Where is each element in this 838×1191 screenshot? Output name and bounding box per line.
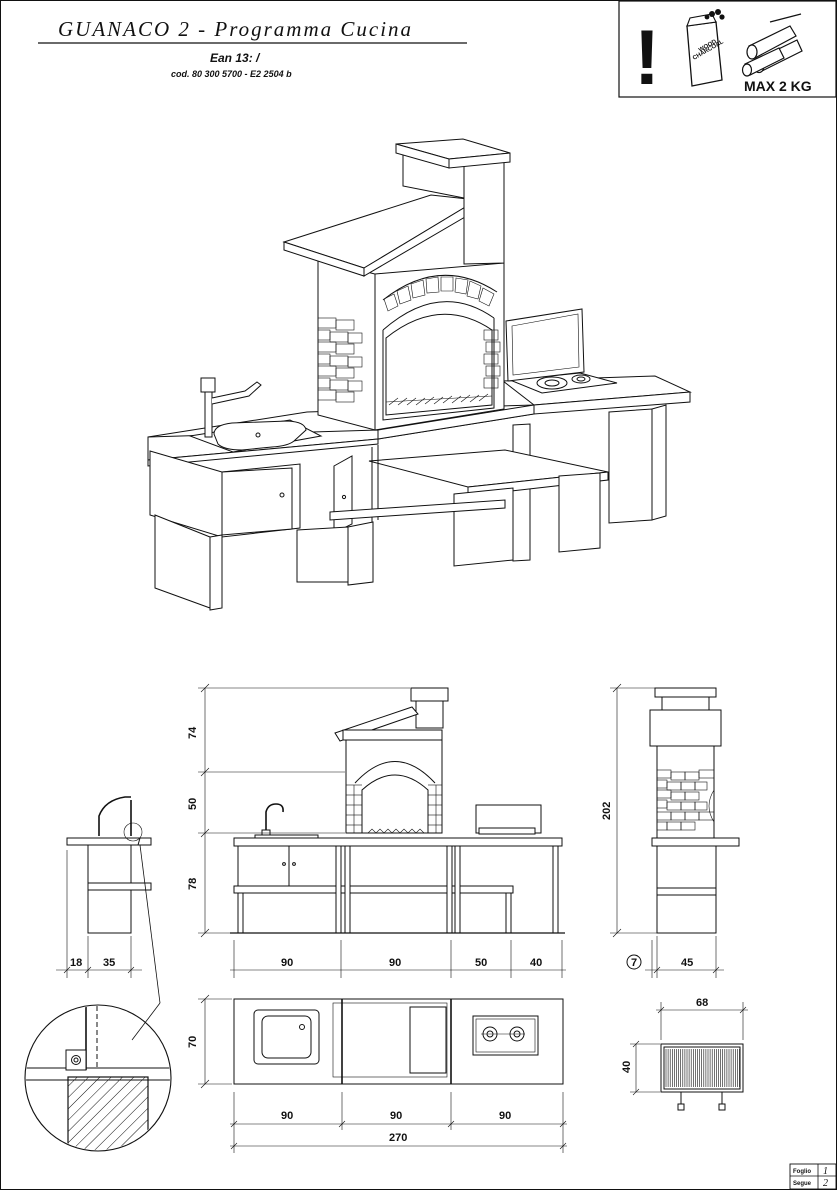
dim-width-90-b: 90 bbox=[389, 957, 401, 969]
front-dimensions bbox=[198, 683, 566, 978]
foglio-value: 1 bbox=[823, 1166, 828, 1177]
cabinet-door bbox=[221, 467, 293, 536]
side-dimensions bbox=[610, 683, 724, 978]
ean-label: Ean 13: / bbox=[210, 51, 261, 65]
dim-height-202: 202 bbox=[601, 802, 613, 820]
product-code: cod. 80 300 5700 - E2 2504 b bbox=[171, 69, 292, 79]
dim-plan-90-b: 90 bbox=[390, 1110, 402, 1122]
isometric-view bbox=[147, 138, 692, 611]
dim-grill-depth-40: 40 bbox=[621, 1061, 633, 1073]
drawing-title: GUANACO 2 - Programma Cucina bbox=[58, 17, 413, 41]
max-load-text: MAX 2 KG bbox=[744, 78, 812, 94]
charcoal-bag-icon: WOOD CHARCOAL bbox=[686, 9, 725, 87]
grill-detail bbox=[660, 1043, 744, 1111]
gas-hob bbox=[505, 308, 618, 394]
faucet bbox=[200, 377, 262, 438]
callout-circle bbox=[626, 954, 642, 970]
dim-height-78: 78 bbox=[187, 878, 199, 890]
dim-plan-90-a: 90 bbox=[281, 1110, 293, 1122]
dim-plan-total-270: 270 bbox=[389, 1132, 407, 1144]
left-section-dimensions bbox=[56, 850, 142, 978]
side-elevation bbox=[649, 687, 740, 934]
dim-plan-depth-70: 70 bbox=[187, 1036, 199, 1048]
dim-height-74: 74 bbox=[187, 726, 199, 739]
detail-circle bbox=[24, 844, 172, 1152]
title-block: GUANACO 2 - Programma Cucina Ean 13: / c… bbox=[38, 17, 467, 79]
firewood-logs-icon bbox=[741, 13, 803, 77]
dim-width-40: 40 bbox=[530, 957, 542, 969]
open-cabinet-door bbox=[333, 455, 353, 534]
callout-number: 7 bbox=[631, 957, 637, 969]
segue-value: 2 bbox=[823, 1178, 828, 1189]
front-elevation bbox=[230, 687, 565, 934]
dim-plan-90-c: 90 bbox=[499, 1110, 511, 1122]
dim-width-35: 35 bbox=[103, 957, 115, 969]
dim-width-50: 50 bbox=[475, 957, 487, 969]
foglio-label: Foglio bbox=[793, 1169, 811, 1175]
grill-dimensions bbox=[630, 1002, 748, 1096]
dim-width-18: 18 bbox=[70, 957, 82, 969]
detail-leader bbox=[131, 1002, 161, 1041]
dim-width-90-a: 90 bbox=[281, 957, 293, 969]
sheet-footer: Foglio 1 Segue 2 bbox=[789, 1163, 837, 1190]
dim-height-50: 50 bbox=[187, 798, 199, 810]
warning-box: ! WOOD CHARCOAL MAX 2 KG bbox=[618, 0, 837, 101]
warning-exclamation: ! bbox=[634, 13, 660, 101]
left-section-view bbox=[66, 796, 152, 934]
dim-grill-width-68: 68 bbox=[696, 997, 708, 1009]
dim-depth-45: 45 bbox=[681, 957, 693, 969]
barbecue-tower bbox=[282, 138, 511, 431]
plan-view bbox=[233, 998, 564, 1085]
plan-dimensions bbox=[198, 994, 567, 1153]
segue-label: Segue bbox=[793, 1181, 812, 1187]
sink bbox=[188, 419, 323, 453]
